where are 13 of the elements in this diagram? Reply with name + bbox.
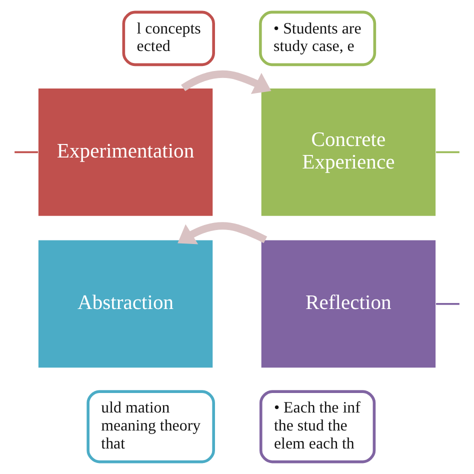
node-box: • Students are study case, e [259, 10, 376, 66]
connector [436, 303, 460, 305]
node-box: Abstraction [38, 239, 214, 369]
connector [436, 151, 460, 154]
arrow [181, 70, 272, 94]
node-box: l concepts ected [122, 10, 215, 66]
node-box: Concrete Experience [260, 88, 436, 217]
node-box: Reflection [260, 239, 436, 369]
node-box: • Each the inf the stud the elem each th [259, 390, 376, 464]
connector [14, 151, 38, 154]
arrow [178, 222, 268, 244]
node-box: uld mation meaning theory that [86, 390, 215, 464]
node-box: Experimentation [38, 88, 214, 217]
